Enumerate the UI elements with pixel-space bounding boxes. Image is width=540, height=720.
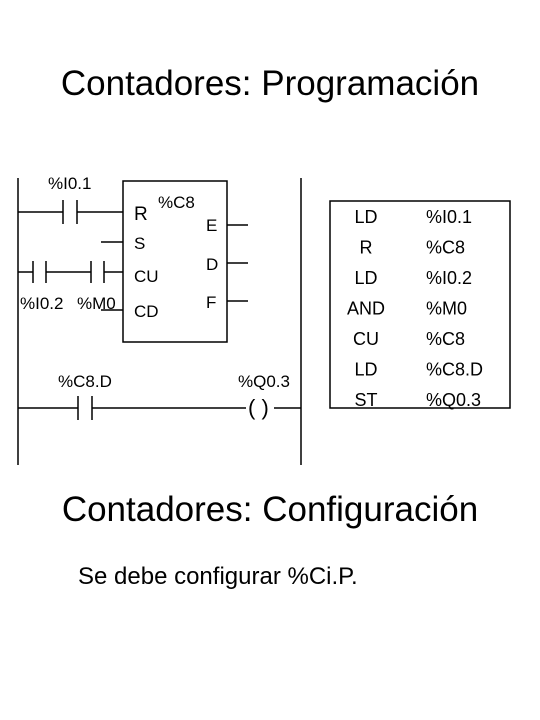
- il-op: ST: [354, 390, 377, 410]
- ladder-diagram: %I0.1 %I0.2 %M0 %C8.D %Q0.3 %C8 R S CU C…: [17, 174, 511, 465]
- coil-out-label: %Q0.3: [238, 372, 290, 391]
- il-arg: %Q0.3: [426, 390, 481, 410]
- output-f-label: F: [206, 293, 216, 312]
- coil-symbol: ( ): [248, 395, 269, 420]
- instruction-list-box: [329, 200, 511, 409]
- il-op: AND: [347, 299, 385, 319]
- title-configuration: Contadores: Configuración: [61, 490, 479, 529]
- contact-in1-label: %I0.1: [48, 174, 91, 193]
- contact-in2-label: %I0.2: [20, 294, 63, 313]
- il-arg: %I0.1: [426, 207, 472, 227]
- counter-block: [122, 180, 228, 343]
- il-op: CU: [353, 329, 379, 349]
- input-s-label: S: [134, 234, 145, 253]
- il-op: LD: [354, 360, 377, 380]
- contact-m0: [90, 261, 123, 283]
- instruction-list: LD%I0.1R%C8LD%I0.2AND%M0CU%C8LD%C8.DST%Q…: [347, 207, 483, 410]
- contact-m0-label: %M0: [77, 294, 116, 313]
- il-op: LD: [354, 268, 377, 288]
- input-cu-label: CU: [134, 267, 159, 286]
- output-d-label: D: [206, 255, 218, 274]
- counter-name-label: %C8: [158, 193, 195, 212]
- contact-i01: [18, 200, 123, 224]
- config-note: Se debe configurar %Ci.P.: [78, 563, 358, 590]
- il-op: LD: [354, 207, 377, 227]
- il-arg: %M0: [426, 299, 467, 319]
- il-op: R: [360, 238, 373, 258]
- contact-c8d: [18, 396, 246, 420]
- contact-i02: [18, 261, 91, 283]
- input-r-label: R: [134, 204, 148, 225]
- il-arg: %C8: [426, 329, 465, 349]
- il-arg: %I0.2: [426, 268, 472, 288]
- il-arg: %C8.D: [426, 360, 483, 380]
- input-cd-label: CD: [134, 302, 159, 321]
- title-programming: Contadores: Programación: [60, 64, 480, 103]
- contact-c8d-label: %C8.D: [58, 372, 112, 391]
- il-arg: %C8: [426, 238, 465, 258]
- output-e-label: E: [206, 216, 217, 235]
